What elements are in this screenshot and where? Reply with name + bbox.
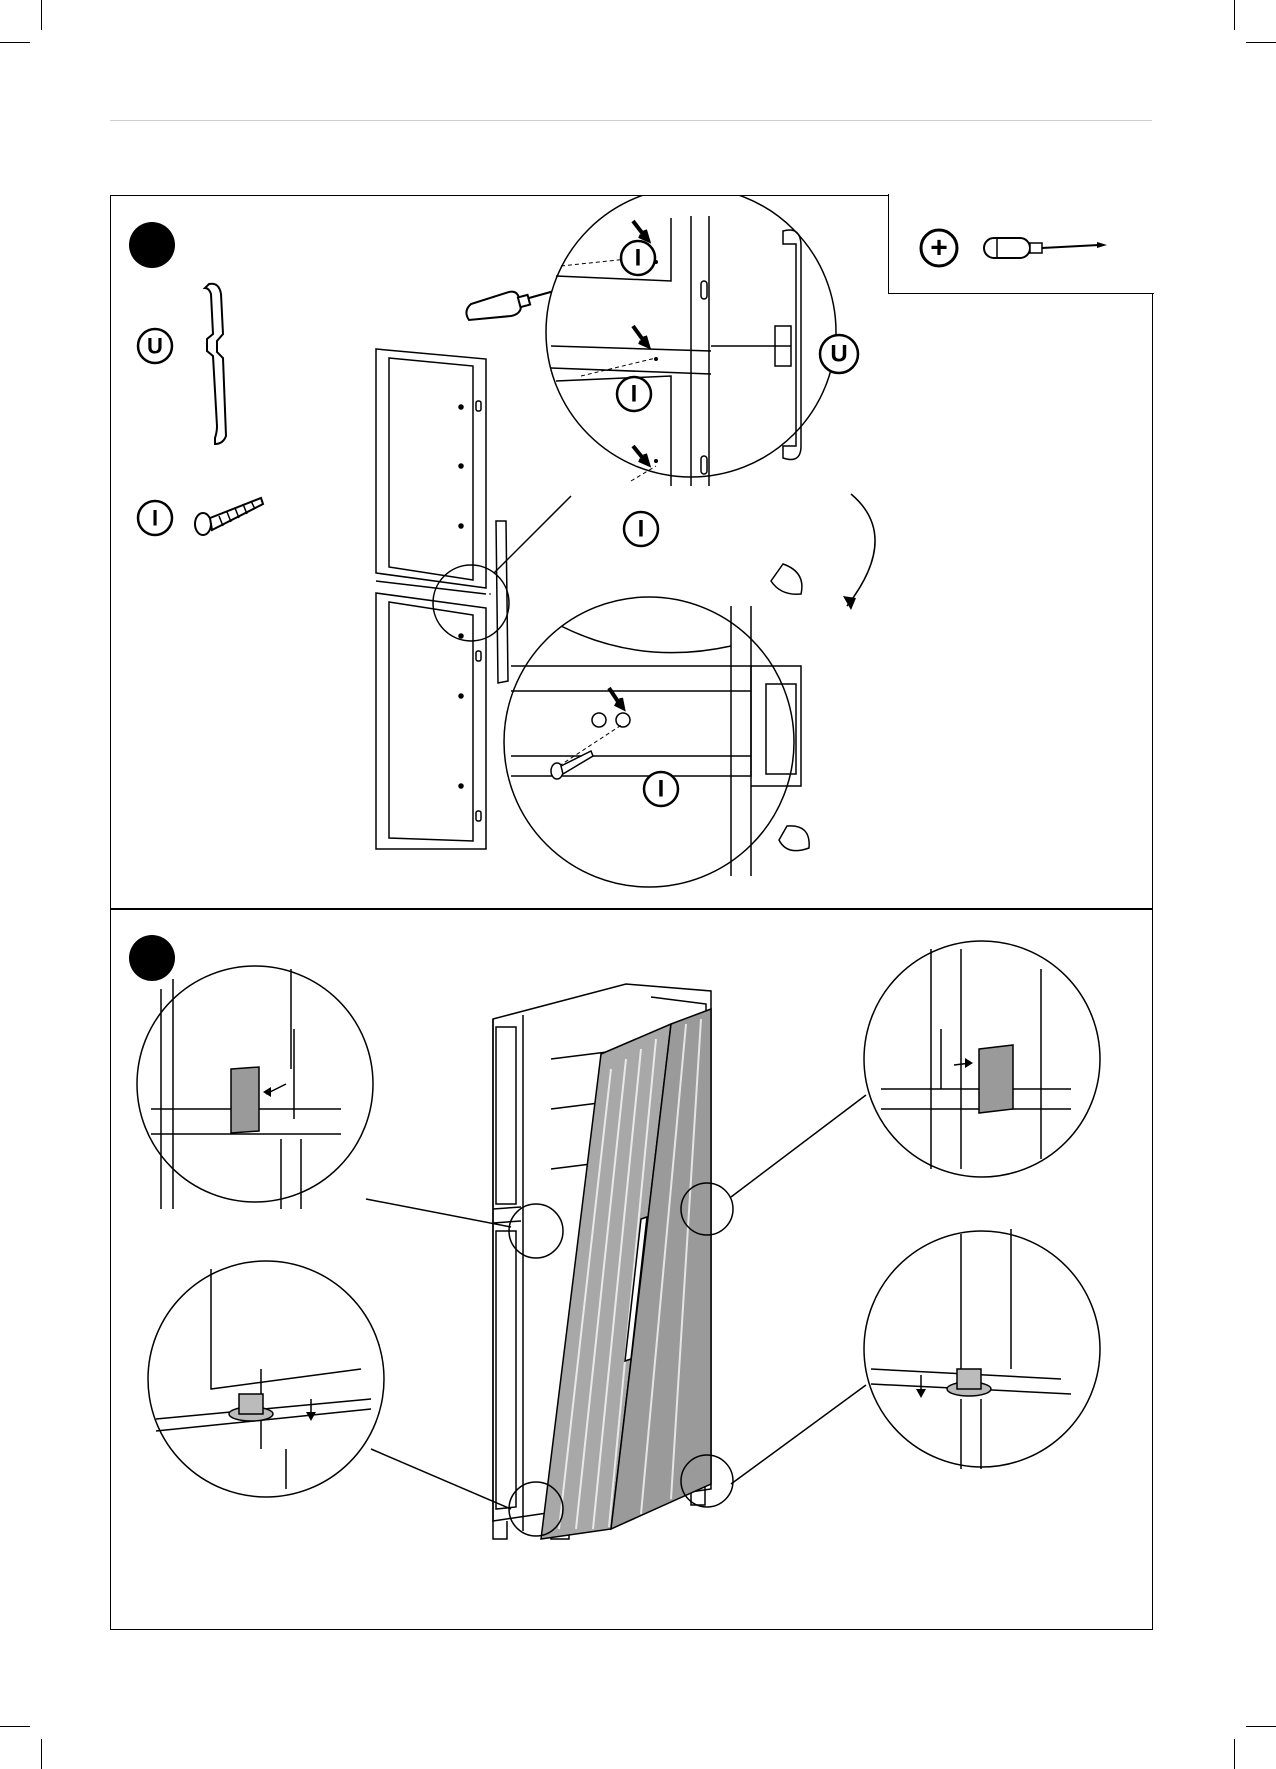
crop-mark xyxy=(1246,42,1276,43)
crop-mark xyxy=(0,42,30,43)
detail-circle-foot-left xyxy=(148,1261,384,1497)
crop-mark xyxy=(41,1739,42,1769)
step-panel-2 xyxy=(110,908,1153,1630)
cabinet-side-frame xyxy=(376,349,486,849)
handle-part-icon xyxy=(205,284,226,444)
callout-label: I xyxy=(631,381,638,408)
crop-mark xyxy=(1234,1739,1235,1769)
handle-on-frame xyxy=(496,521,508,683)
crop-mark xyxy=(0,1726,30,1727)
step-2-illustration xyxy=(111,909,1154,1631)
crop-mark xyxy=(1234,0,1235,30)
callout-label: U xyxy=(830,341,847,368)
callout-label: I xyxy=(635,245,642,272)
hinge-block xyxy=(231,1067,259,1133)
callout-label: I xyxy=(658,776,665,803)
header-rule xyxy=(110,120,1152,121)
part-u-label: U xyxy=(147,334,163,359)
crop-mark xyxy=(1246,1726,1276,1727)
hinge-block xyxy=(979,1045,1013,1113)
part-i-label: I xyxy=(152,506,158,531)
crop-mark xyxy=(41,0,42,30)
step-panel-1: + U I xyxy=(110,195,1153,910)
callout-label: I xyxy=(638,516,645,543)
step-1-illustration: U I xyxy=(111,196,1154,911)
screw-part-icon xyxy=(195,498,263,535)
detail-circle-foot-right xyxy=(864,1231,1100,1467)
